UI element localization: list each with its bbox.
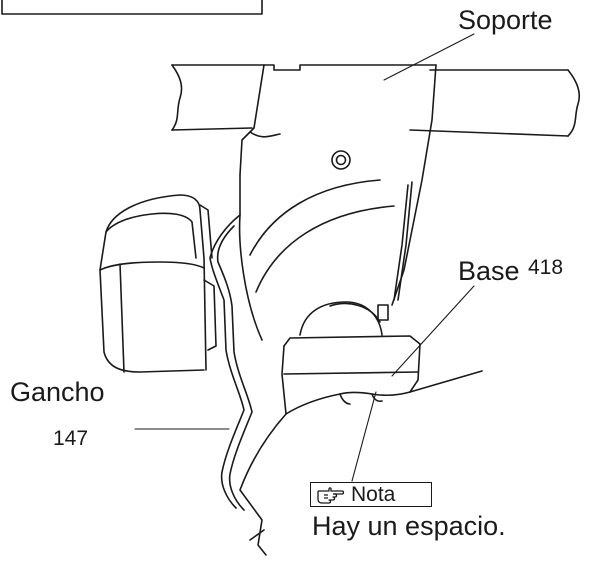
pointing-hand-icon [317, 486, 345, 504]
horizontal-tube [171, 64, 581, 137]
label-gancho: Gancho [10, 377, 105, 407]
lower-housing [239, 413, 287, 556]
top-left-box-fragment [1, 0, 263, 15]
leader-lines [134, 33, 475, 482]
clip-block [99, 194, 217, 373]
label-soporte: Soporte [458, 5, 553, 35]
label-gancho-number: 147 [53, 427, 89, 450]
label-base: Base [458, 256, 520, 286]
note-text: Hay un espacio. [312, 511, 506, 541]
leader-soporte [383, 33, 475, 81]
soporte-bracket [238, 64, 437, 341]
base-block [281, 301, 483, 415]
label-base-number: 418 [528, 256, 564, 279]
note-box: Nota [310, 482, 432, 507]
leader-base [391, 285, 475, 377]
note-title: Nota [351, 483, 396, 506]
leader-note [351, 391, 377, 482]
gancho-hook [209, 214, 253, 511]
